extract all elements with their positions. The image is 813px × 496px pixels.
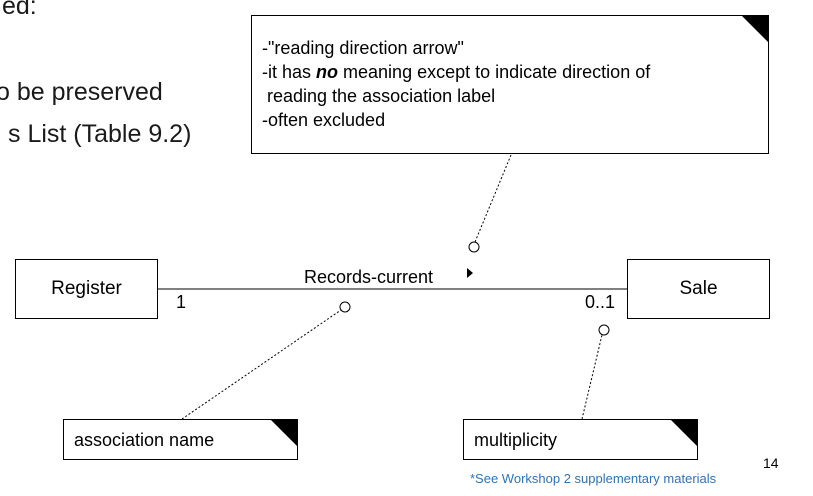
note-line-1: -"reading direction arrow": [262, 38, 464, 58]
reading-direction-arrow-icon: [467, 268, 473, 278]
multiplicity-left-label: 1: [176, 292, 187, 312]
anchor-circle-mult: [598, 324, 610, 336]
anchor-circle-top: [468, 241, 480, 253]
note-reading-direction: -"reading direction arrow" -it has no me…: [251, 15, 769, 154]
note-connector-top: [474, 154, 512, 243]
association-name-label: Records-current: [304, 267, 434, 287]
note-connector-mult: [581, 334, 603, 420]
anchor-circle-assoc: [339, 301, 351, 313]
note-fold-corner: [741, 15, 769, 43]
note-association-name-text: association name: [74, 429, 215, 450]
note-multiplicity: multiplicity: [463, 419, 698, 460]
slide-text-fragment-3: s List (Table 9.2): [8, 120, 192, 148]
note-line-4: -often excluded: [262, 110, 386, 130]
note-connector-assoc: [181, 309, 342, 420]
slide-text-fragment-2: o be preserved: [0, 78, 163, 106]
multiplicity-right-label: 0..1: [585, 292, 616, 312]
class-register-label: Register: [51, 278, 122, 299]
note-fold-corner: [670, 419, 698, 447]
class-register[interactable]: Register: [15, 259, 158, 319]
class-sale[interactable]: Sale: [627, 259, 770, 319]
note-multiplicity-text: multiplicity: [474, 429, 558, 450]
note-line-2: -it has no meaning except to indicate di…: [262, 62, 651, 82]
note-emphasis-no: no: [316, 62, 339, 82]
note-line-3: reading the association label: [262, 86, 496, 106]
class-sale-label: Sale: [679, 278, 718, 299]
note-association-name: association name: [63, 419, 298, 460]
footnote: *See Workshop 2 supplementary materials: [470, 471, 717, 486]
page-number: 14: [763, 455, 779, 471]
note-fold-corner: [270, 419, 298, 447]
slide-text-fragment-1: ed:: [2, 0, 37, 20]
